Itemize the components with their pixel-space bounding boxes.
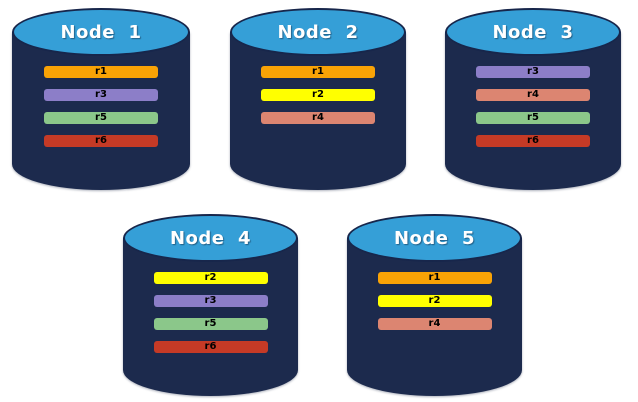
replica-bar: r4 [476,89,590,101]
replica-list: r1 r2 r4 [230,66,406,124]
replica-bar: r6 [44,135,158,147]
replica-bar: r4 [261,112,375,124]
replica-bar: r1 [377,272,492,284]
replica-bar: r2 [261,89,375,101]
replica-list: r1 r2 r4 [347,272,522,330]
replica-bar: r3 [153,295,268,307]
replica-bar: r5 [476,112,590,124]
database-node: Node 2 r1 r2 r4 [230,8,406,190]
cylinder-body [347,238,522,396]
replica-list: r3 r4 r5 r6 [445,66,621,147]
cylinder-top-ellipse: Node 5 [347,214,522,262]
node-label: Node 2 [277,21,359,43]
replica-bar: r1 [44,66,158,78]
replica-bar: r6 [153,341,268,353]
replica-list: r2 r3 r5 r6 [123,272,298,353]
replica-bar: r5 [44,112,158,124]
replica-bar: r6 [476,135,590,147]
cylinder-top-ellipse: Node 3 [445,8,621,56]
cylinder-body [230,32,406,190]
database-node: Node 4 r2 r3 r5 r6 [123,214,298,396]
replica-bar: r4 [377,318,492,330]
replica-bar: r1 [261,66,375,78]
replica-bar: r5 [153,318,268,330]
cylinder-body [123,238,298,396]
node-label: Node 3 [492,21,574,43]
replica-bar: r3 [44,89,158,101]
cylinder-top-ellipse: Node 1 [12,8,190,56]
database-node: Node 3 r3 r4 r5 r6 [445,8,621,190]
database-node: Node 5 r1 r2 r4 [347,214,522,396]
cylinder-body [12,32,190,190]
replica-bar: r2 [377,295,492,307]
node-label: Node 4 [169,227,252,249]
database-node: Node 1 r1 r3 r5 r6 [12,8,190,190]
node-label: Node 5 [393,227,476,249]
node-label: Node 1 [60,21,142,43]
replica-bar: r3 [476,66,590,78]
cylinder-top-ellipse: Node 2 [230,8,406,56]
cylinder-top-ellipse: Node 4 [123,214,298,262]
replica-bar: r2 [153,272,268,284]
replica-list: r1 r3 r5 r6 [12,66,190,147]
cylinder-body [445,32,621,190]
